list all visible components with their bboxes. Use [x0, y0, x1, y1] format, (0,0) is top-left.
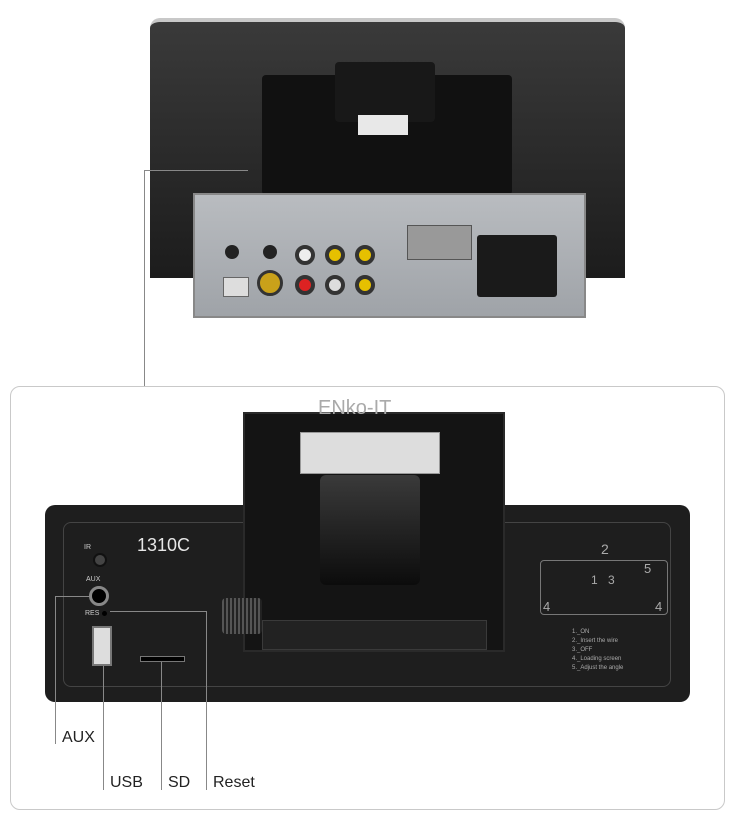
mount-tab	[335, 62, 435, 122]
instruction-item: 5._Adjust the angle	[572, 665, 624, 671]
rca-white	[325, 275, 345, 295]
callout-usb: USB	[110, 774, 143, 791]
ir-sensor	[93, 553, 107, 567]
rca-white	[295, 245, 315, 265]
callout-sd: SD	[168, 774, 191, 791]
bracket-slot	[320, 475, 420, 585]
detail-panel	[10, 386, 725, 810]
callout-line	[206, 611, 207, 790]
aux-port[interactable]	[89, 586, 109, 606]
diagram-number: 4	[543, 599, 551, 614]
diagram-number: 2	[601, 541, 609, 557]
aux-label: AUX	[86, 576, 101, 583]
diagram-number: 5	[644, 561, 652, 576]
usb-port[interactable]	[92, 626, 112, 666]
model-number: 1310C	[137, 535, 191, 555]
adjust-knob[interactable]	[222, 598, 262, 634]
instruction-diagram: 2 5 1 3 4 4	[540, 541, 668, 615]
instruction-item: 2._Insert the wire	[572, 638, 619, 644]
jack	[263, 245, 277, 259]
rca-yellow	[355, 245, 375, 265]
res-label: RES	[85, 610, 100, 617]
diagram-number: 3	[608, 573, 615, 587]
ribbon-connector	[300, 432, 440, 474]
callout-aux: AUX	[62, 729, 95, 746]
bracket-base	[262, 620, 487, 650]
connector-line	[144, 170, 248, 171]
diagram-number: 1	[591, 573, 598, 587]
sd-slot[interactable]	[140, 656, 185, 662]
reset-button[interactable]	[102, 611, 107, 616]
instruction-item: 1._ON	[572, 629, 590, 635]
diagram-number: 4	[655, 599, 663, 614]
fuse-block	[407, 225, 472, 260]
rca-yellow	[355, 275, 375, 295]
rear-chassis	[193, 193, 586, 318]
callout-line	[110, 611, 206, 612]
callout-line	[55, 596, 90, 597]
rca-red	[295, 275, 315, 295]
rca-yellow	[325, 245, 345, 265]
connector-line	[144, 170, 145, 386]
callout-line	[103, 666, 104, 790]
instruction-list: 1._ON 2._Insert the wire 3._OFF 4._Loadi…	[572, 628, 623, 673]
instruction-item: 3._OFF	[572, 647, 593, 653]
jack	[225, 245, 239, 259]
instruction-item: 4._Loading screen	[572, 656, 622, 662]
iso-connector	[477, 235, 557, 297]
antenna-jack	[257, 270, 283, 296]
callout-line	[161, 662, 162, 790]
usb-connector	[223, 277, 249, 297]
ir-label: IR	[84, 544, 91, 551]
callout-line	[55, 596, 56, 744]
watermark: ENko-IT	[318, 397, 392, 419]
callout-reset: Reset	[213, 774, 255, 791]
sticker	[358, 115, 408, 135]
